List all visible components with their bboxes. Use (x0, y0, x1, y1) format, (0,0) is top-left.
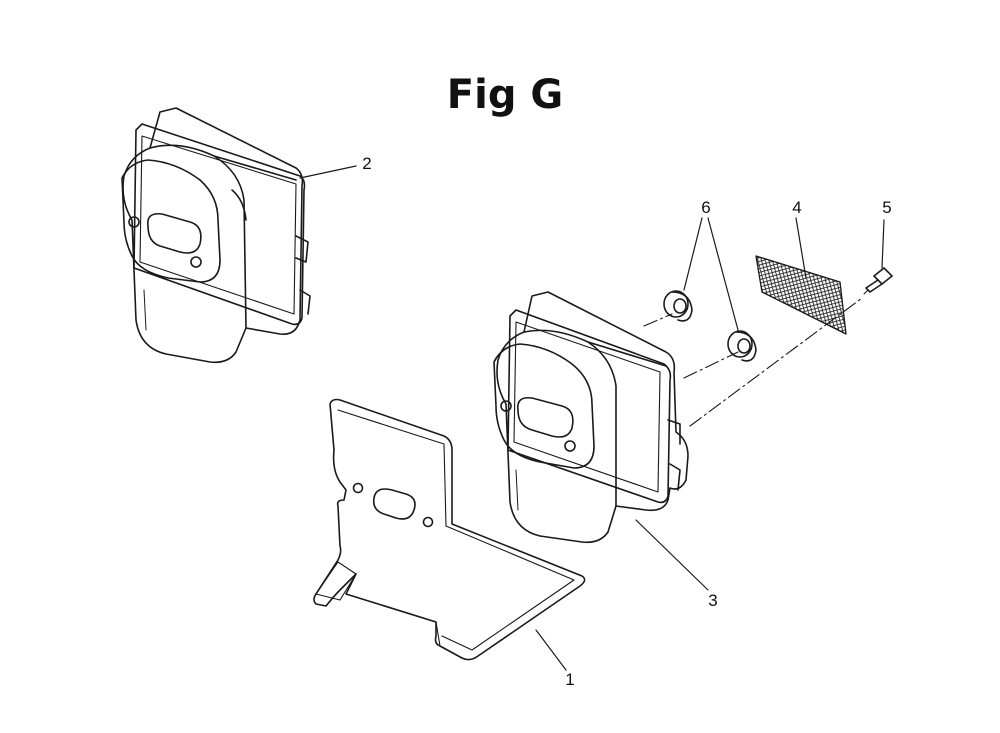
figure-title: Fig G (446, 72, 564, 118)
assembly-lines (644, 298, 862, 426)
part-label-3: 3 (708, 591, 718, 610)
spark-arrester-screen (756, 256, 846, 334)
grommet-lower (728, 331, 756, 361)
part-label-2: 2 (362, 154, 372, 173)
heat-shield-bracket (314, 400, 585, 660)
part-label-6: 6 (701, 198, 711, 217)
muffler-body (494, 292, 688, 542)
leader-lines (300, 166, 884, 670)
part-label-5: 5 (882, 198, 892, 217)
grommets (664, 291, 756, 361)
grommet-upper (664, 291, 692, 321)
part-label-1: 1 (565, 670, 575, 689)
muffler-cover-upper (122, 108, 310, 362)
part-label-4: 4 (792, 198, 802, 217)
screw (864, 268, 892, 294)
